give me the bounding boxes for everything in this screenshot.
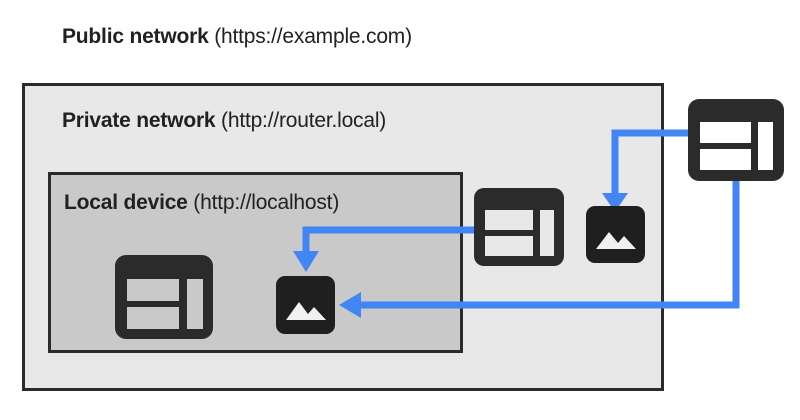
public-network-label: Public network (https://example.com): [62, 26, 412, 47]
public-network-name: Public network: [62, 25, 209, 48]
private-network-label: Private network (http://router.local): [62, 110, 386, 131]
image-placeholder-icon-private[interactable]: [586, 206, 645, 263]
browser-window-icon-public[interactable]: [688, 99, 784, 181]
browser-window-icon-local[interactable]: [115, 255, 213, 339]
local-device-label: Local device (http://localhost): [64, 192, 339, 213]
browser-window-icon-private[interactable]: [474, 188, 564, 266]
local-device-url: (http://localhost): [187, 191, 340, 214]
local-device-name: Local device: [64, 191, 188, 214]
private-network-url: (http://router.local): [215, 109, 387, 132]
public-network-url: (https://example.com): [208, 25, 412, 48]
private-network-name: Private network: [62, 109, 216, 132]
image-placeholder-icon-local[interactable]: [276, 276, 335, 334]
